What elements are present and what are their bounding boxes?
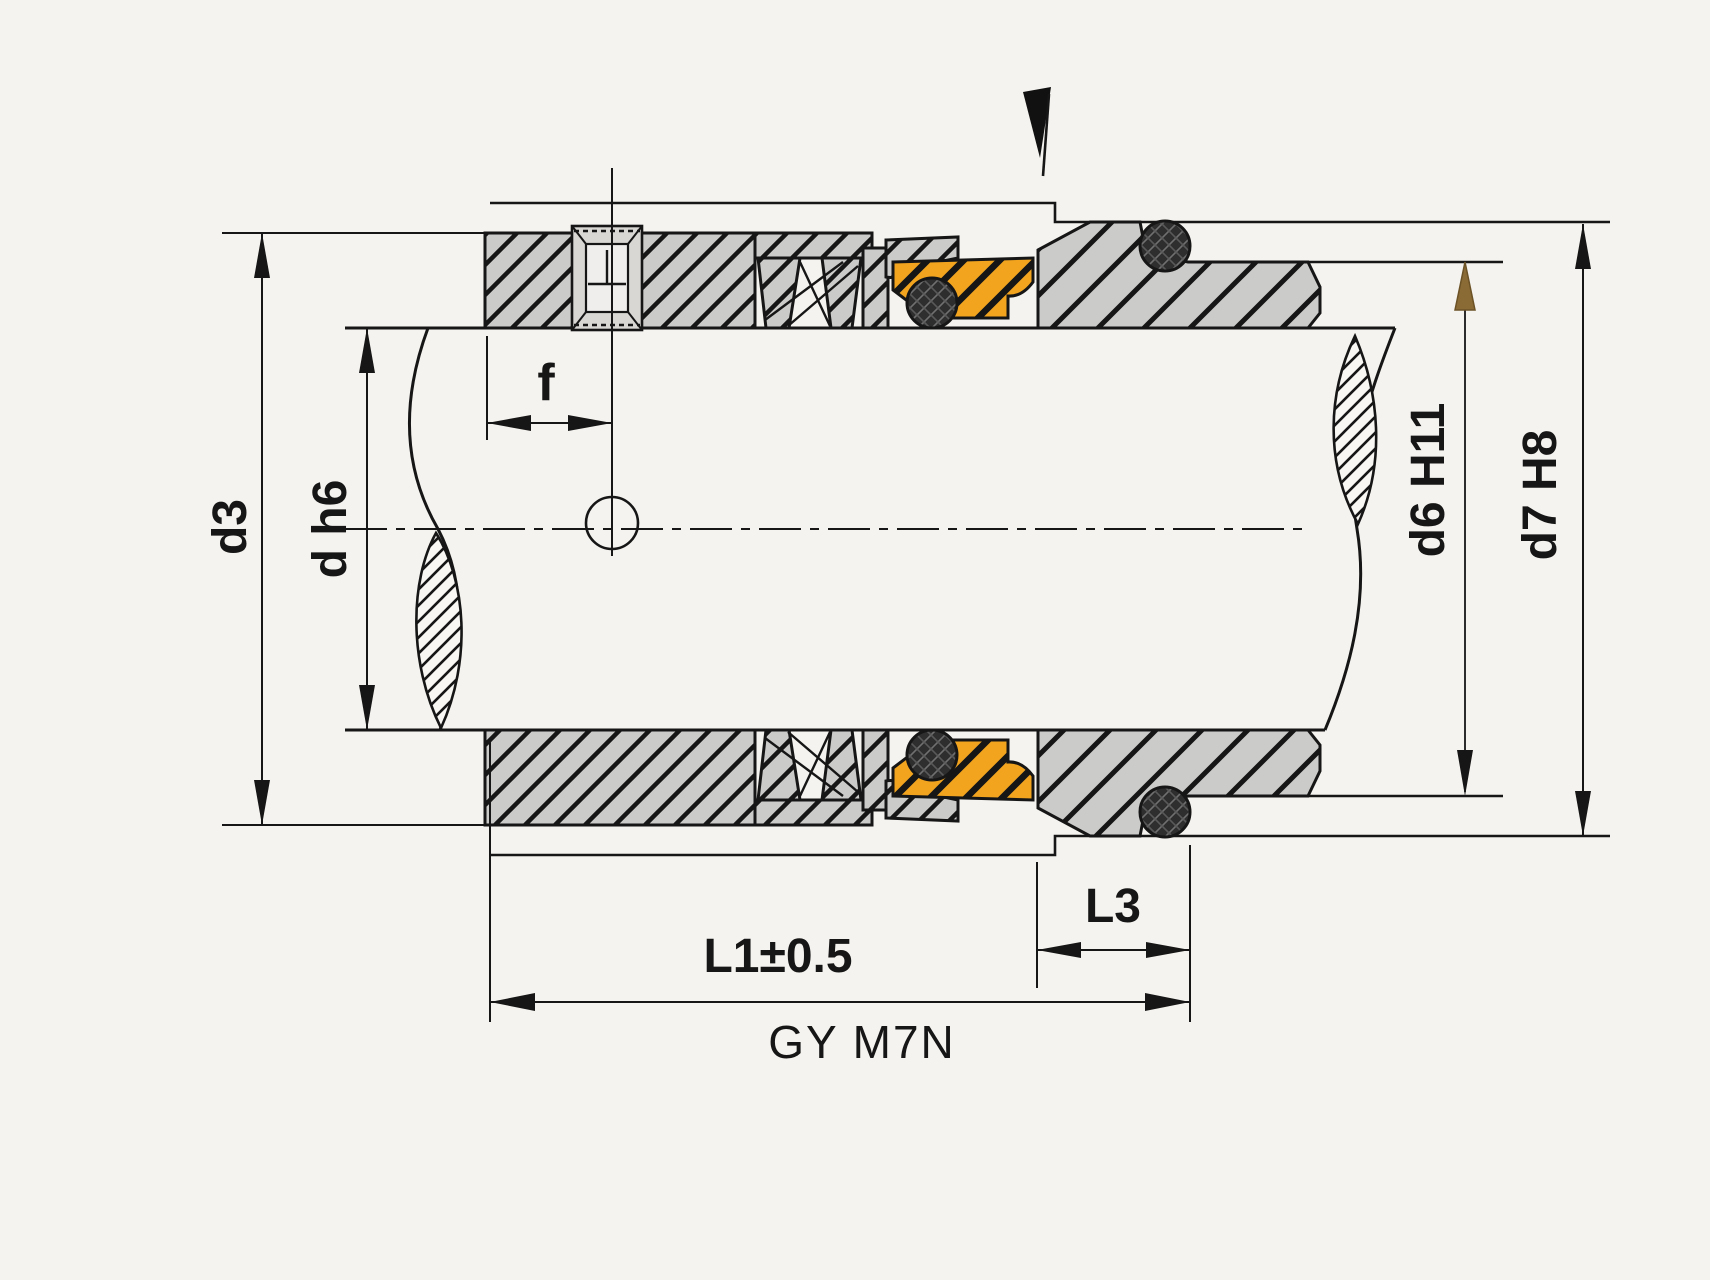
oring-seat-top bbox=[1138, 219, 1192, 273]
top-pointer-line bbox=[1041, 93, 1051, 177]
d6-arrowhead-down bbox=[1457, 750, 1473, 796]
top-pointer-icon bbox=[1023, 87, 1051, 158]
spring-coil-bottom-right bbox=[820, 728, 863, 802]
seal-assembly-top bbox=[483, 219, 1322, 332]
stationary-seat-top bbox=[1036, 220, 1322, 330]
spring-coil-top-left bbox=[756, 256, 802, 330]
stationary-seat-bottom bbox=[1036, 728, 1322, 838]
L1-arrowhead-left bbox=[490, 993, 535, 1011]
spring-wire-lines-top bbox=[764, 261, 859, 327]
housing-bore-top bbox=[490, 201, 1610, 224]
annotations bbox=[584, 87, 1051, 556]
retainer-flange-top bbox=[753, 231, 874, 260]
oring-seat-bottom bbox=[1138, 785, 1192, 839]
L3-label: L3 bbox=[1085, 880, 1141, 933]
retainer-wall-bottom bbox=[861, 728, 890, 812]
L1-label: L1±0.5 bbox=[703, 930, 852, 983]
dimension-f: f bbox=[486, 336, 612, 440]
f-label: f bbox=[537, 354, 555, 412]
d7-arrowhead-up bbox=[1575, 224, 1591, 269]
dh6-label: d h6 bbox=[304, 480, 357, 579]
set-screw-chamfer-ticks bbox=[571, 225, 643, 331]
L3-arrowhead-left bbox=[1037, 942, 1081, 958]
d6-arrowhead-up-golden bbox=[1454, 261, 1476, 311]
shaft-break-left-lens bbox=[415, 530, 463, 732]
f-arrowhead-left bbox=[487, 415, 531, 431]
L1-arrowhead-right bbox=[1145, 993, 1190, 1011]
retainer-collar-bottom bbox=[483, 728, 757, 827]
dimension-L1: L1±0.5 bbox=[489, 738, 1190, 1022]
dimension-dh6: d h6 bbox=[304, 328, 375, 730]
housing-bore-bottom bbox=[490, 834, 1610, 857]
retainer-flange-bottom bbox=[753, 798, 874, 827]
retainer-wall-top bbox=[861, 246, 890, 330]
oring-dynamic-bottom bbox=[905, 728, 959, 782]
spring-coil-top-right bbox=[820, 256, 863, 330]
set-screw-axis-circle bbox=[584, 495, 640, 551]
dh6-arrowhead-down bbox=[359, 685, 375, 730]
set-screw bbox=[570, 224, 644, 332]
spring-wire-lines-bottom bbox=[764, 731, 859, 797]
dh6-arrowhead-up bbox=[359, 328, 375, 373]
d7-arrowhead-down bbox=[1575, 791, 1591, 836]
d3-arrowhead-up bbox=[254, 233, 270, 278]
spring-coil-bottom-left bbox=[756, 728, 802, 802]
set-screw-socket-detail bbox=[588, 250, 626, 286]
dimension-d6: d6 H11 bbox=[1402, 261, 1476, 796]
dimension-d7: d7 H8 bbox=[1514, 224, 1591, 836]
drawing-title: GY M7N bbox=[768, 1016, 956, 1068]
dimension-d3: d3 bbox=[204, 232, 485, 826]
seal-assembly-bottom bbox=[483, 728, 1322, 839]
d6-label: d6 H11 bbox=[1402, 403, 1455, 558]
L3-arrowhead-right bbox=[1146, 942, 1190, 958]
shaft-break-right-lens bbox=[1332, 332, 1378, 527]
oring-dynamic-top bbox=[905, 276, 959, 330]
f-arrowhead-right bbox=[568, 415, 612, 431]
d3-arrowhead-down bbox=[254, 780, 270, 825]
d3-label: d3 bbox=[204, 499, 257, 555]
d7-label: d7 H8 bbox=[1514, 430, 1567, 561]
dimension-L3: L3 bbox=[1036, 845, 1191, 1022]
